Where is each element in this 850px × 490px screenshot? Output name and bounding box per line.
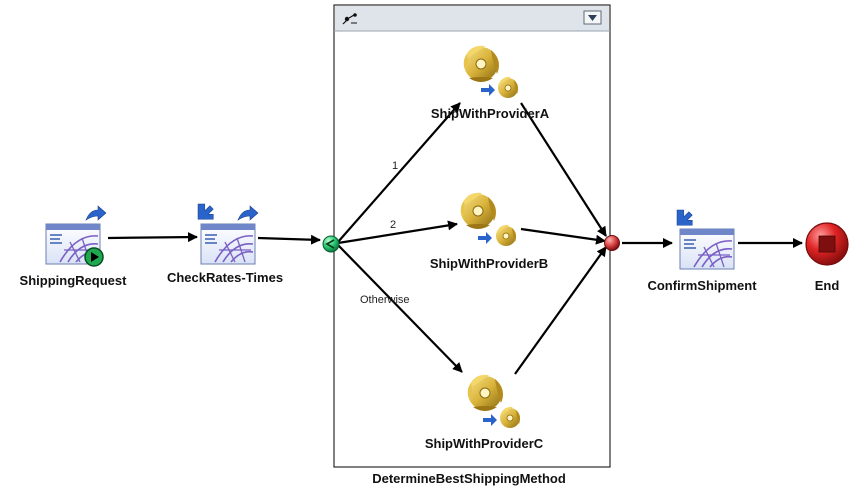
edge-checkrates-to-split: [257, 234, 321, 245]
label-provider-a: ShipWithProviderA: [430, 106, 550, 121]
start-badge-icon: [84, 247, 104, 267]
edge-provider-c-to-join: [514, 246, 607, 375]
edge-split-to-provider-c: [337, 244, 463, 373]
edge-label-2: 2: [390, 219, 397, 231]
label-provider-b: ShipWithProviderB: [429, 256, 549, 271]
edge-split-to-provider-a: [337, 102, 461, 243]
edge-label-1: 1: [392, 160, 399, 172]
edge-split-to-provider-b: [337, 220, 458, 245]
dropdown-menu-icon[interactable]: [583, 10, 602, 25]
label-check-rates-times: CheckRates-Times: [166, 270, 284, 285]
edge-provider-b-to-join: [520, 227, 606, 245]
container-label: DetermineBestShippingMethod: [372, 471, 566, 486]
node-confirm-shipment[interactable]: [676, 209, 735, 270]
label-confirm-shipment: ConfirmShipment: [647, 278, 757, 293]
web-page-icon: [200, 223, 256, 265]
edge-label-otherwise: Otherwise: [360, 294, 410, 306]
node-check-rates-times[interactable]: [197, 203, 259, 265]
inbound-arrow-icon: [197, 203, 214, 220]
label-shipping-request: ShippingRequest: [19, 273, 127, 288]
node-shipping-request[interactable]: [45, 205, 107, 267]
inbound-arrow-icon: [676, 209, 693, 226]
web-page-icon: [679, 228, 735, 270]
edges: [107, 102, 803, 375]
edge-request-to-checkrates: [107, 232, 198, 243]
join-node[interactable]: [604, 235, 620, 251]
outbound-arrow-icon: [85, 205, 107, 221]
label-end: End: [814, 278, 840, 293]
split-node[interactable]: [322, 235, 340, 253]
edge-provider-a-to-join: [520, 102, 607, 237]
expand-icon[interactable]: [342, 13, 357, 25]
label-provider-c: ShipWithProviderC: [424, 436, 544, 451]
node-end[interactable]: [805, 222, 849, 266]
outbound-arrow-icon: [237, 205, 259, 221]
stop-square-icon: [818, 235, 836, 253]
